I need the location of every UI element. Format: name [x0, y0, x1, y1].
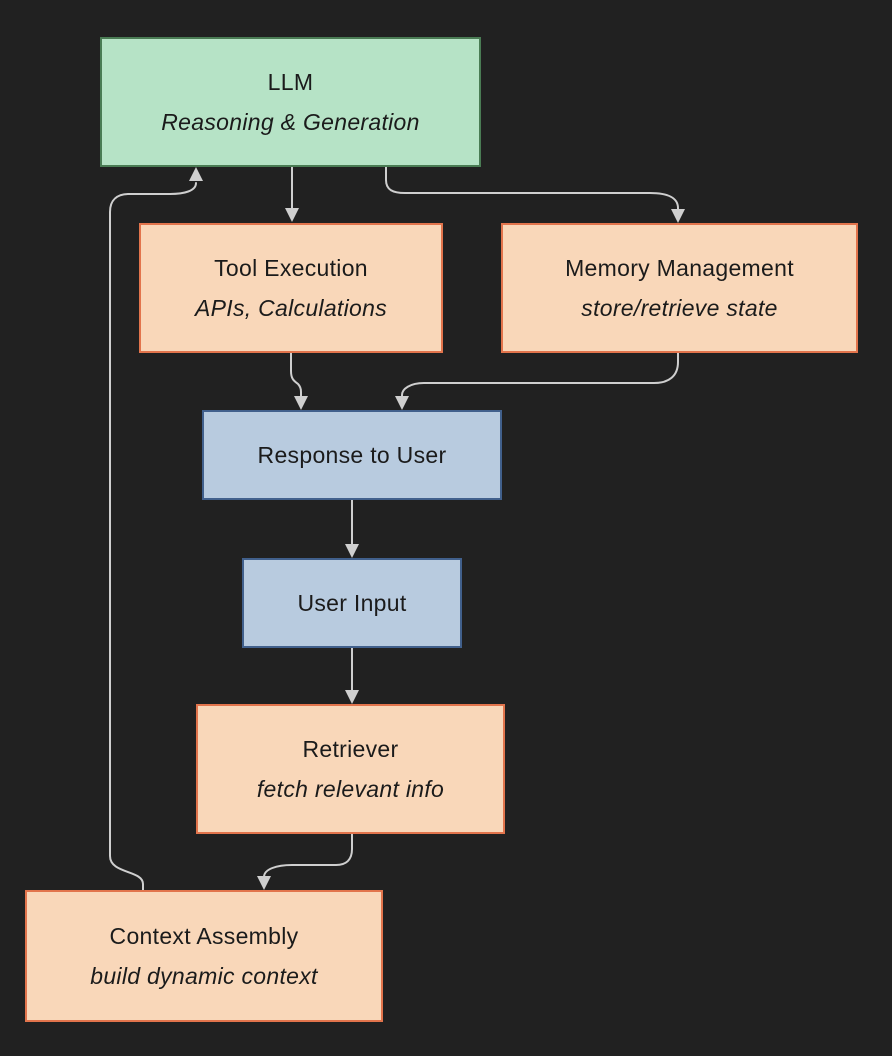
edge-user-input-to-retriever	[345, 647, 359, 704]
node-retriever-title: Retriever	[302, 736, 399, 762]
node-context-assembly: Context Assembly build dynamic context	[25, 890, 383, 1022]
edge-response-to-user-to-user-input	[345, 499, 359, 558]
node-tool-execution: Tool Execution APIs, Calculations	[139, 223, 443, 353]
node-tool-execution-subtitle: APIs, Calculations	[194, 295, 388, 321]
node-llm: LLM Reasoning & Generation	[100, 37, 481, 167]
node-retriever: Retriever fetch relevant info	[196, 704, 505, 834]
edge-llm-to-memory-management	[385, 166, 685, 223]
node-context-assembly-subtitle: build dynamic context	[90, 963, 318, 989]
edge-retriever-to-context-assembly	[257, 833, 353, 890]
node-llm-title: LLM	[267, 69, 314, 95]
node-retriever-subtitle: fetch relevant info	[256, 776, 445, 802]
node-response-to-user: Response to User	[202, 410, 502, 500]
node-llm-subtitle: Reasoning & Generation	[161, 109, 420, 135]
node-tool-execution-title: Tool Execution	[214, 255, 368, 281]
node-memory-management: Memory Management store/retrieve state	[501, 223, 858, 353]
node-memory-management-title: Memory Management	[565, 255, 794, 281]
edge-llm-to-tool-execution	[285, 166, 299, 222]
node-context-assembly-title: Context Assembly	[109, 923, 299, 949]
node-memory-management-subtitle: store/retrieve state	[581, 295, 778, 321]
node-response-to-user-title: Response to User	[257, 442, 447, 468]
node-user-input: User Input	[242, 558, 462, 648]
node-user-input-title: User Input	[297, 590, 407, 616]
edge-tool-execution-to-response-to-user	[290, 352, 308, 410]
edge-memory-management-to-response-to-user	[395, 352, 679, 410]
